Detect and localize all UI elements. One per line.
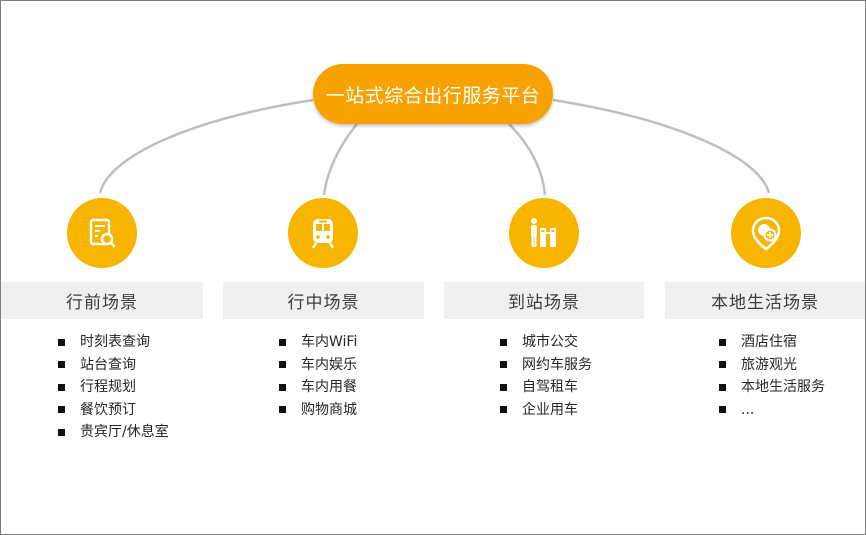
list-item: 行程规划 bbox=[58, 376, 169, 399]
scene-items-arrival: 城市公交 网约车服务 自驾租车 企业用车 bbox=[500, 331, 592, 421]
bullet-icon bbox=[500, 361, 507, 369]
list-item-label: 行程规划 bbox=[80, 379, 136, 395]
list-item: 酒店住宿 bbox=[719, 331, 825, 354]
list-item: 自驾租车 bbox=[500, 376, 592, 399]
bullet-icon bbox=[279, 383, 286, 391]
bullet-icon bbox=[279, 338, 286, 346]
scene-title-pre-trip: 行前场景 bbox=[1, 282, 203, 319]
bullet-icon bbox=[719, 406, 726, 414]
list-item-label: 自驾租车 bbox=[522, 379, 578, 395]
list-item-label: 车内WiFi bbox=[301, 334, 358, 350]
station-gate-icon bbox=[509, 198, 579, 268]
list-item: 车内WiFi bbox=[279, 331, 357, 354]
list-item-label: 站台查询 bbox=[80, 356, 136, 373]
bullet-icon bbox=[500, 338, 507, 346]
bullet-icon bbox=[719, 361, 726, 369]
bullet-icon bbox=[58, 428, 65, 436]
list-item: 车内娱乐 bbox=[279, 354, 357, 377]
list-item-label: 城市公交 bbox=[522, 334, 578, 350]
list-item-label: 购物商城 bbox=[301, 401, 357, 418]
list-item-label: 本地生活服务 bbox=[741, 379, 825, 395]
scene-title-arrival: 到站场景 bbox=[444, 282, 644, 319]
list-item: 企业用车 bbox=[500, 399, 592, 422]
scene-title-in-trip: 行中场景 bbox=[223, 282, 424, 319]
list-item-label: 贵宾厅/休息室 bbox=[80, 424, 169, 440]
connector-line-local-life bbox=[552, 98, 771, 194]
list-item-label: 车内用餐 bbox=[301, 379, 357, 395]
bullet-icon bbox=[58, 383, 65, 391]
list-item: 站台查询 bbox=[58, 354, 169, 377]
list-item-label: ... bbox=[741, 401, 755, 418]
list-item-label: 企业用车 bbox=[522, 401, 578, 418]
list-item-label: 网约车服务 bbox=[522, 356, 592, 373]
hub-platform-label: 一站式综合出行服务平台 bbox=[313, 64, 553, 124]
list-item-label: 旅游观光 bbox=[741, 356, 797, 373]
bullet-icon bbox=[279, 406, 286, 414]
list-item: 时刻表查询 bbox=[58, 331, 169, 354]
document-search-icon bbox=[67, 198, 137, 268]
connector-line-in-trip bbox=[322, 123, 358, 196]
location-pin-icon bbox=[731, 198, 801, 268]
bullet-icon bbox=[719, 338, 726, 346]
bullet-icon bbox=[58, 406, 65, 414]
list-item: 城市公交 bbox=[500, 331, 592, 354]
list-item: 车内用餐 bbox=[279, 376, 357, 399]
list-item: 购物商城 bbox=[279, 399, 357, 422]
scene-items-in-trip: 车内WiFi 车内娱乐 车内用餐 购物商城 bbox=[279, 331, 357, 421]
list-item-label: 酒店住宿 bbox=[741, 334, 797, 350]
list-item: 餐饮预订 bbox=[58, 399, 169, 422]
connector-line-arrival bbox=[508, 123, 547, 196]
list-item: 本地生活服务 bbox=[719, 376, 825, 399]
list-item-label: 车内娱乐 bbox=[301, 356, 357, 373]
list-item: 贵宾厅/休息室 bbox=[58, 421, 169, 444]
connector-line-pre-trip bbox=[98, 98, 314, 194]
scene-items-local-life: 酒店住宿 旅游观光 本地生活服务 ... bbox=[719, 331, 825, 421]
list-item: 网约车服务 bbox=[500, 354, 592, 377]
list-item-label: 餐饮预订 bbox=[80, 401, 136, 418]
scene-title-local-life: 本地生活场景 bbox=[665, 282, 865, 319]
bullet-icon bbox=[719, 383, 726, 391]
bullet-icon bbox=[500, 406, 507, 414]
list-item-label: 时刻表查询 bbox=[80, 334, 150, 350]
list-item: ... bbox=[719, 399, 825, 422]
scene-items-pre-trip: 时刻表查询 站台查询 行程规划 餐饮预订 贵宾厅/休息室 bbox=[58, 331, 169, 444]
bullet-icon bbox=[500, 383, 507, 391]
list-item: 旅游观光 bbox=[719, 354, 825, 377]
bullet-icon bbox=[279, 361, 286, 369]
bullet-icon bbox=[58, 338, 65, 346]
bullet-icon bbox=[58, 361, 65, 369]
train-icon bbox=[288, 198, 358, 268]
